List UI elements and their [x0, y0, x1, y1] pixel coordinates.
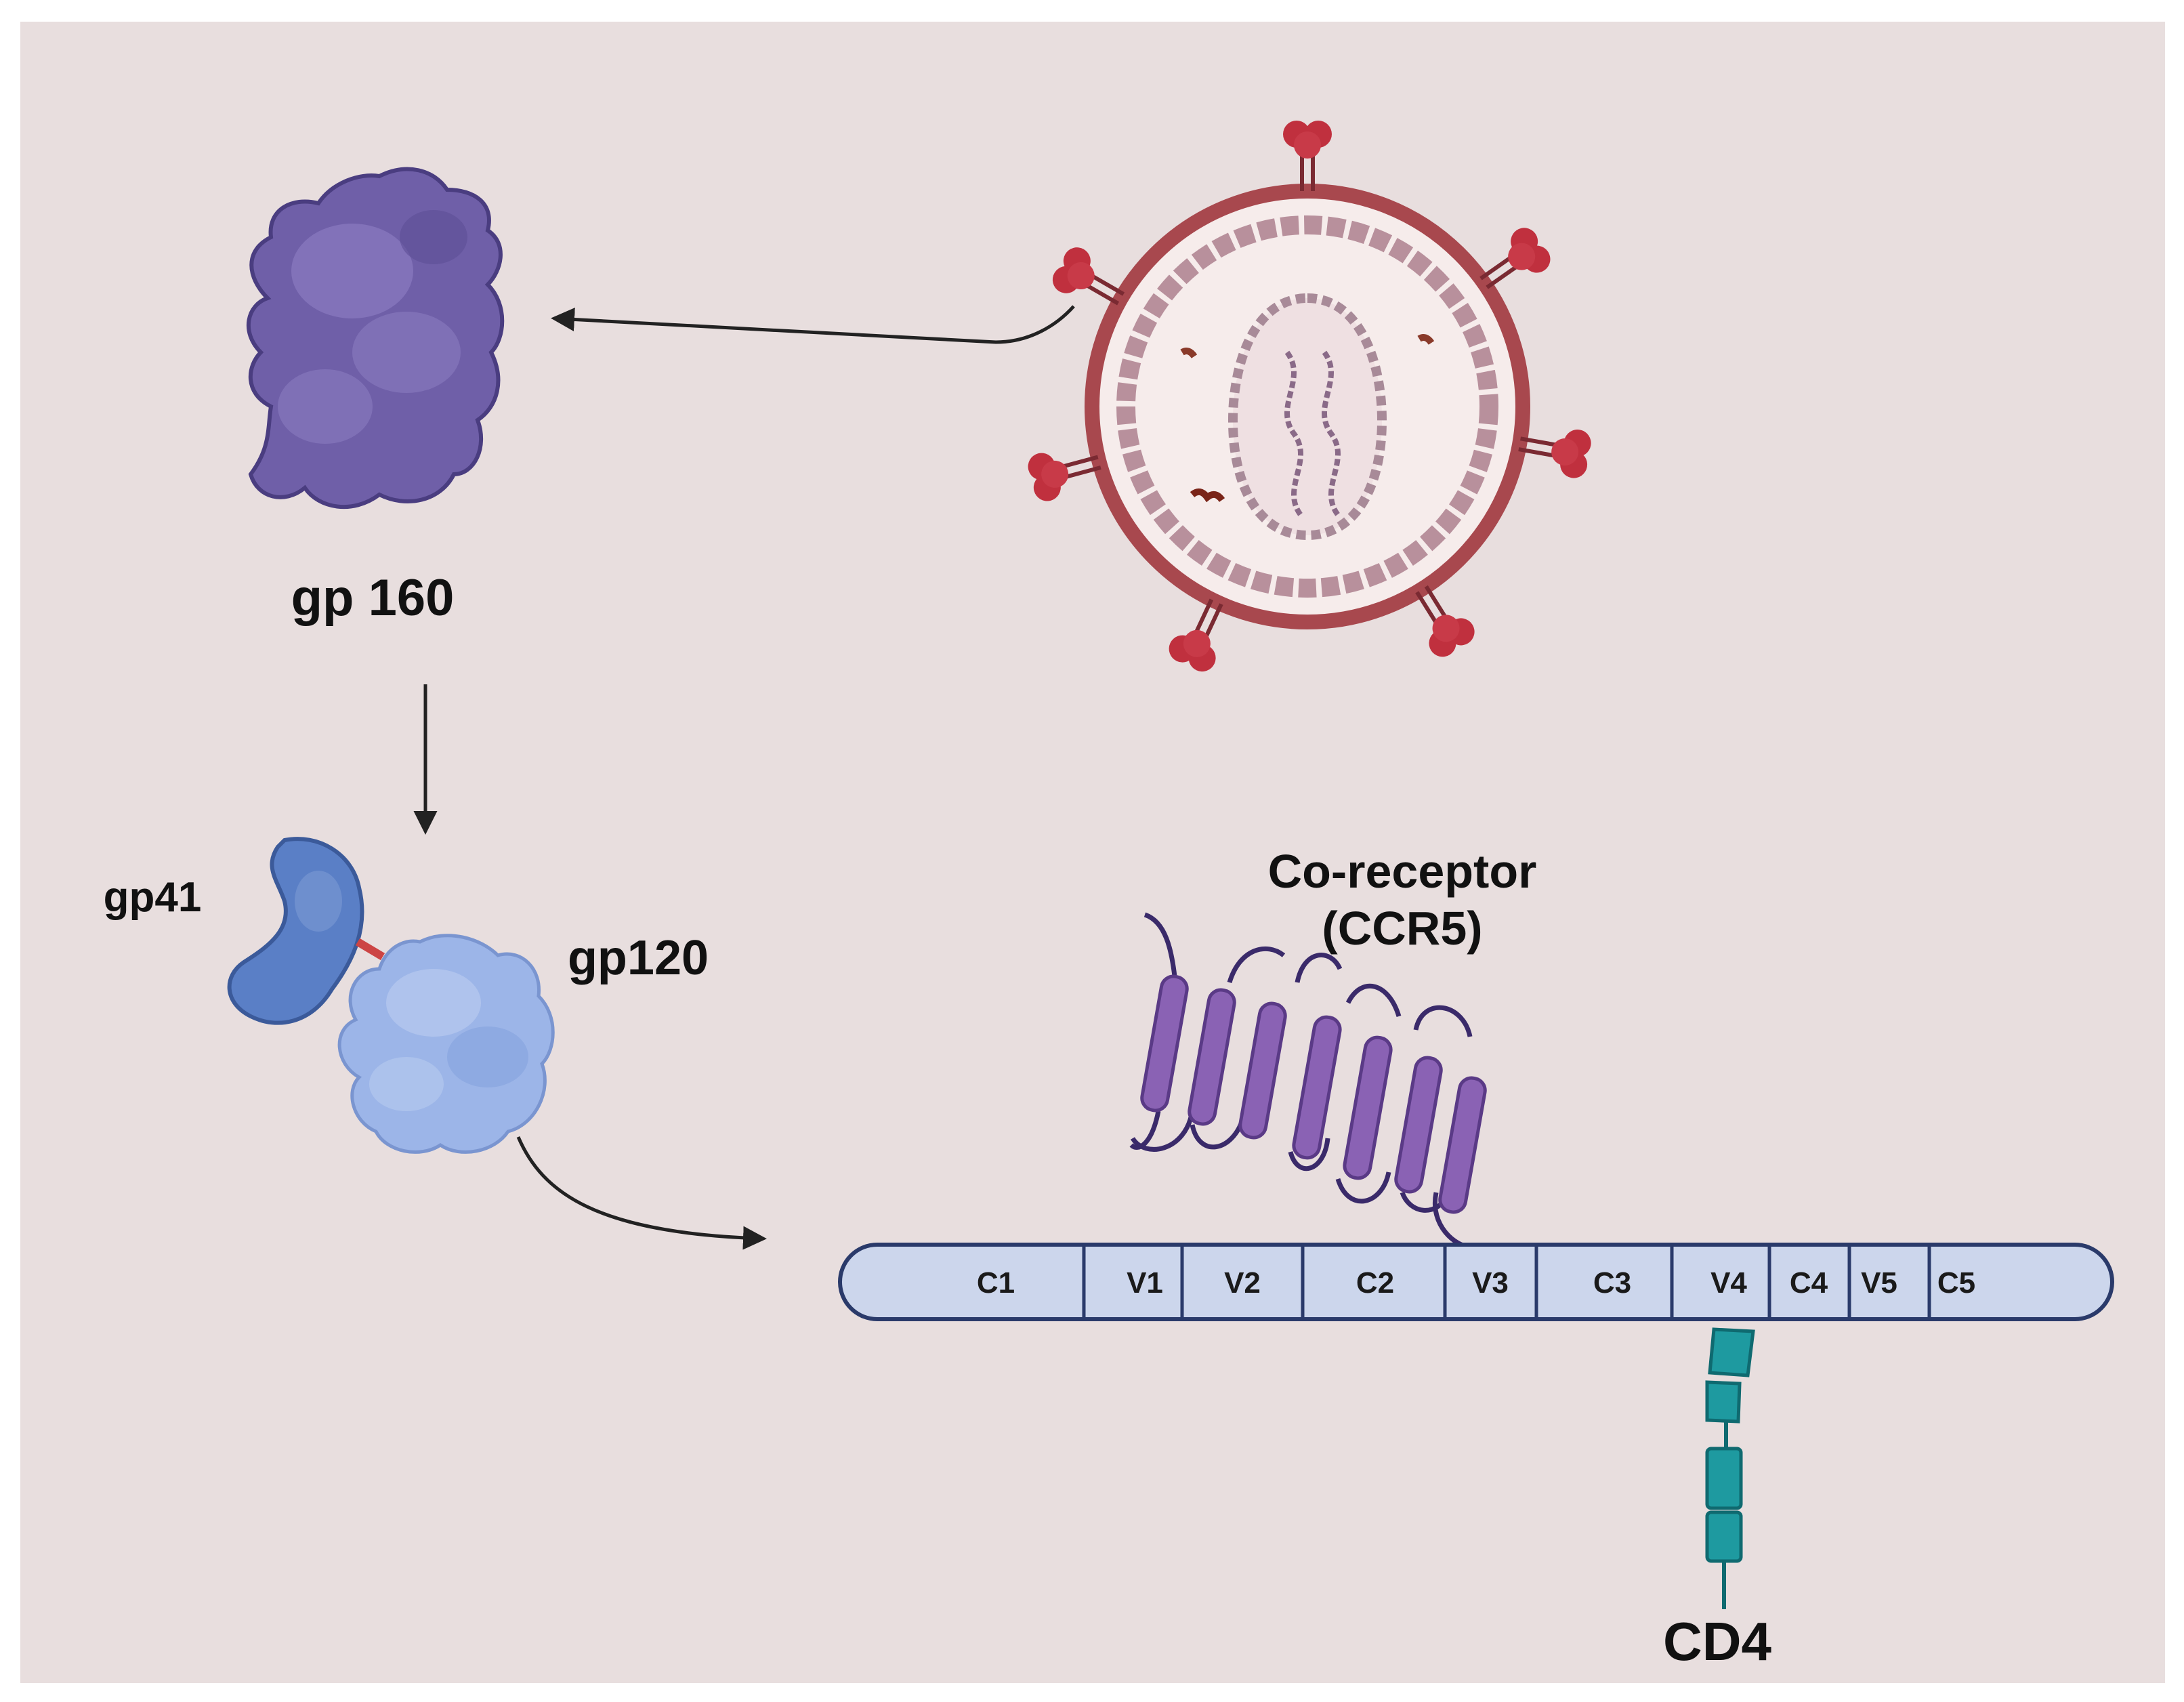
segment-v1: V1: [1127, 1266, 1163, 1300]
segment-v3: V3: [1472, 1266, 1509, 1300]
segment-c5: C5: [1937, 1266, 1975, 1300]
gp120-label: gp120: [568, 931, 709, 985]
segment-c4: C4: [1790, 1266, 1828, 1300]
segment-c3: C3: [1593, 1266, 1631, 1300]
gp41-gp120-link: [355, 938, 385, 961]
segment-c2: C2: [1356, 1266, 1394, 1300]
segment-v5: V5: [1861, 1266, 1897, 1300]
hiv-virion: [1085, 184, 1530, 629]
gp41-label: gp41: [104, 874, 202, 921]
envelope-spikes: [1028, 121, 1591, 672]
arrow-virus-to-gp160: [551, 305, 1075, 344]
ccr5-coreceptor: [1129, 912, 1473, 1249]
gp41-protein: [227, 837, 364, 1025]
gp120-domain-bar: [838, 1243, 2114, 1321]
ccr5-helices: [1140, 974, 1487, 1214]
arrow-gp120-to-domains: [516, 1136, 767, 1250]
cd4-label: CD4: [1663, 1611, 1772, 1672]
segment-c1: C1: [977, 1266, 1015, 1300]
cd4-receptor: [1705, 1327, 1755, 1609]
gp160-protein: [247, 167, 505, 510]
coreceptor-label-line2: (CCR5): [1322, 902, 1482, 955]
segment-v2: V2: [1224, 1266, 1261, 1300]
gp120-protein: [337, 934, 555, 1154]
gp160-label: gp 160: [291, 569, 455, 627]
domain-labels: C1 V1 V2 C2 V3 C3 V4 C4 V5 C5: [977, 1266, 1975, 1300]
segment-v4: V4: [1710, 1266, 1747, 1300]
coreceptor-label-line1: Co-receptor: [1268, 845, 1537, 898]
